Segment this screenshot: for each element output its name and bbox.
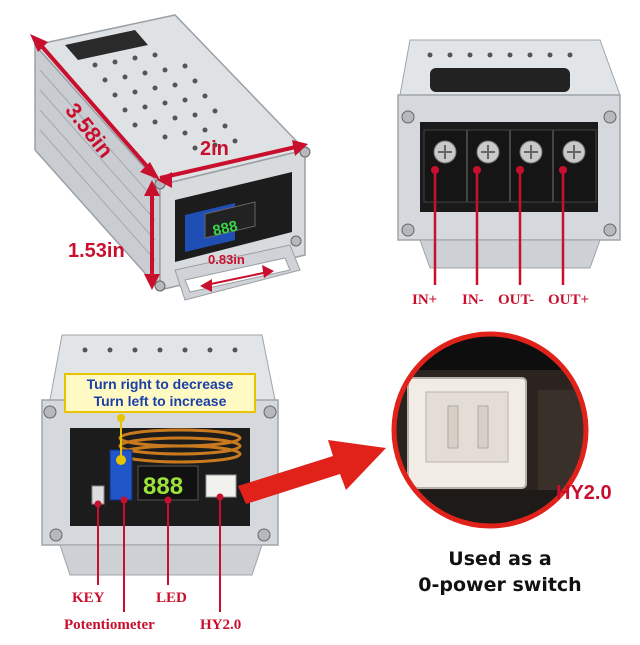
svg-text:888: 888 — [211, 218, 239, 240]
caption-line-1: Used as a — [448, 548, 552, 570]
note-line-decrease: Turn right to decrease — [86, 376, 234, 392]
hy-connector-zoom-view: HY2.0 Used as a 0-power switch — [360, 330, 640, 640]
terminal-label-in-plus: IN+ — [412, 292, 438, 308]
note-line-increase: Turn left to increase — [93, 393, 227, 409]
caption-line-2: 0-power switch — [418, 574, 582, 596]
dimension-slot-label: 0.83in — [208, 252, 245, 267]
enclosure-rear-illustration — [397, 39, 621, 285]
potentiometer-label: Potentiometer — [64, 617, 155, 633]
terminal-label-in-minus: IN- — [462, 292, 484, 308]
enclosure-dimensions-view: 888 — [0, 0, 320, 310]
enclosure-isometric-illustration: 888 — [30, 14, 311, 301]
svg-text:888: 888 — [143, 473, 183, 500]
terminal-label-out-minus: OUT- — [498, 292, 535, 308]
front-panel-illustration: 888 — [41, 334, 279, 612]
zoom-arrow-icon — [238, 440, 386, 504]
connector-magnifier-illustration — [391, 331, 589, 529]
dimension-width-label: 2in — [200, 138, 229, 160]
terminal-label-out-plus: OUT+ — [548, 292, 590, 308]
terminal-block-view: IN+ IN- OUT- OUT+ — [320, 0, 640, 320]
dimension-height-label: 1.53in — [68, 240, 125, 262]
potentiometer-instruction-note: Turn right to decrease Turn left to incr… — [64, 373, 256, 413]
key-label: KEY — [72, 590, 105, 606]
hy-zoom-label: HY2.0 — [556, 482, 612, 504]
led-label: LED — [156, 590, 187, 606]
front-panel-view: 888 Turn right to decrease Turn left to … — [0, 320, 320, 640]
hy-connector-label: HY2.0 — [200, 617, 242, 633]
